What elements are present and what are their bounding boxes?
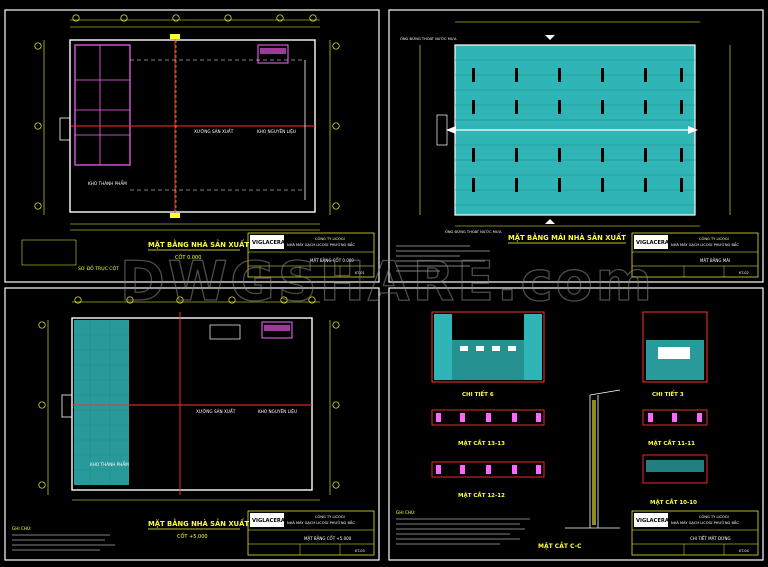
sheet-subtitle: CỐT 0.000 xyxy=(175,253,201,261)
room-label: XƯỞNG SẢN XUẤT xyxy=(194,129,234,134)
axis-diagram-label: SƠ ĐỒ TRỤC CỘT xyxy=(78,263,119,272)
sheet-subtitle: CỐT +5.000 xyxy=(177,532,208,540)
sheet-bottom-left: XƯỞNG SẢN XUẤT KHO NGUYÊN LIỆU KHO THÀNH… xyxy=(12,296,375,556)
mezzanine-area xyxy=(74,320,129,485)
roof-note-top: ỐNG ĐỨNG THOÁT NƯỚC MƯA xyxy=(400,36,457,41)
tb-code: KT-03 xyxy=(355,549,365,553)
notes-title: GHI CHÚ: xyxy=(12,526,32,531)
notes-block xyxy=(12,534,115,551)
sheet-frame-bottom-right xyxy=(388,287,764,561)
detail-6-frame xyxy=(431,311,545,383)
tb-project: NHÀ MÁY GẠCH LICOGI PHƯỜNG BẮC xyxy=(671,520,739,525)
room-label: KHO NGUYÊN LIỆU xyxy=(258,409,297,414)
sheet-top-right: ỐNG ĐỨNG THOÁT NƯỚC MƯA ỐNG ĐỨNG THOÁT N… xyxy=(396,21,759,278)
sheet-bottom-right: CHI TIẾT 6 CHI TIẾT 3 MẶT CẮT 13-13 MẶT … xyxy=(396,311,759,556)
notes-block xyxy=(396,518,530,545)
tb-project: NHÀ MÁY GẠCH LICOGI PHƯỜNG BẮC xyxy=(287,520,355,525)
detail-label: CHI TIẾT 6 xyxy=(462,390,494,398)
room-label: XƯỞNG SẢN XUẤT xyxy=(196,409,236,414)
tb-code: KT-04 xyxy=(739,549,750,553)
detail-label: CHI TIẾT 3 xyxy=(652,390,684,398)
company-logo-text: VIGLACERA xyxy=(636,518,669,524)
title-block: VIGLACERA CÔNG TY LICOGI NHÀ MÁY GẠCH LI… xyxy=(247,510,375,556)
title-block: VIGLACERA CÔNG TY LICOGI NHÀ MÁY GẠCH LI… xyxy=(247,232,375,278)
tb-code: KT-02 xyxy=(739,271,749,275)
tb-company: CÔNG TY LICOGI xyxy=(315,514,345,519)
tb-company: CÔNG TY LICOGI xyxy=(699,236,729,241)
tb-drawing-name: CHI TIẾT MẶT ĐỨNG xyxy=(690,535,731,541)
company-logo-text: VIGLACERA xyxy=(636,240,669,246)
section-c-c-drawing xyxy=(565,389,621,529)
roof-note-bottom: ỐNG ĐỨNG THOÁT NƯỚC MƯA xyxy=(445,229,502,234)
detail-label: MẶT CẮT C-C xyxy=(538,542,582,550)
tb-company: CÔNG TY LICOGI xyxy=(699,514,729,519)
tb-drawing-name: MẶT BẰNG CỐT +5.000 xyxy=(304,536,352,541)
notes-block xyxy=(396,245,490,272)
detail-label: MẶT CẮT 10-10 xyxy=(650,498,697,506)
room-label: KHO NGUYÊN LIỆU xyxy=(257,129,296,134)
title-block: VIGLACERA CÔNG TY LICOGI NHÀ MÁY GẠCH LI… xyxy=(631,510,759,556)
tb-project: NHÀ MÁY GẠCH LICOGI PHƯỜNG BẮC xyxy=(287,242,355,247)
company-logo-text: VIGLACERA xyxy=(252,240,285,246)
notes-title: GHI CHÚ: xyxy=(396,510,416,515)
tb-drawing-name: MẶT BẰNG MÁI xyxy=(700,258,730,263)
sheet-title: MẶT BẰNG NHÀ SẢN XUẤT xyxy=(148,518,249,528)
watermark-text: DWGSHARE.com xyxy=(120,250,655,313)
sheet-title: MẶT BẰNG MÁI NHÀ SẢN XUẤT xyxy=(508,232,626,242)
detail-3-frame xyxy=(642,311,708,383)
sheet-frame-top-left xyxy=(4,9,380,283)
office-block xyxy=(74,44,131,166)
room-label: KHO THÀNH PHẨM xyxy=(90,462,129,467)
sheet-frame-top-right xyxy=(388,9,764,283)
room-label: KHO THÀNH PHẨM xyxy=(88,181,127,186)
sheet-title: MẶT BẰNG NHÀ SẢN XUẤT xyxy=(148,239,249,249)
sheet-frame-bottom-left xyxy=(4,287,380,561)
tb-code: KT-01 xyxy=(355,271,365,275)
detail-label: MẶT CẮT 11-11 xyxy=(648,439,695,447)
detail-label: MẶT CẮT 13-13 xyxy=(458,439,505,447)
title-block: VIGLACERA CÔNG TY LICOGI NHÀ MÁY GẠCH LI… xyxy=(631,232,759,278)
sheet-top-left: XƯỞNG SẢN XUẤT KHO NGUYÊN LIỆU KHO THÀNH… xyxy=(21,14,375,278)
tb-company: CÔNG TY LICOGI xyxy=(315,236,345,241)
detail-label: MẶT CẮT 12-12 xyxy=(458,491,505,499)
company-logo-text: VIGLACERA xyxy=(252,518,285,524)
tb-project: NHÀ MÁY GẠCH LICOGI PHƯỜNG BẮC xyxy=(671,242,739,247)
tb-drawing-name: MẶT BẰNG CỐT 0.000 xyxy=(310,258,354,263)
